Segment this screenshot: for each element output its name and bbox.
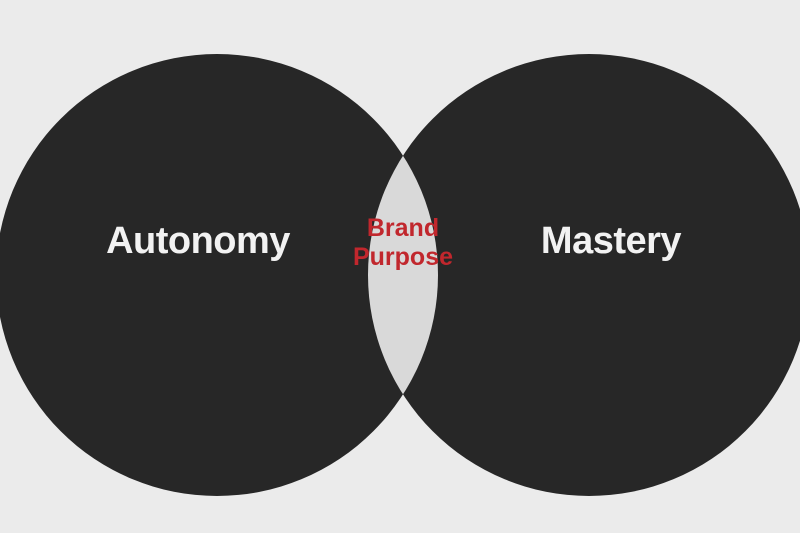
circle-autonomy bbox=[0, 54, 438, 496]
label-autonomy: Autonomy bbox=[106, 220, 290, 262]
circle-mastery bbox=[368, 54, 800, 496]
label-mastery: Mastery bbox=[541, 220, 681, 262]
label-brand: Brand bbox=[367, 214, 439, 242]
label-purpose: Purpose bbox=[353, 243, 453, 271]
